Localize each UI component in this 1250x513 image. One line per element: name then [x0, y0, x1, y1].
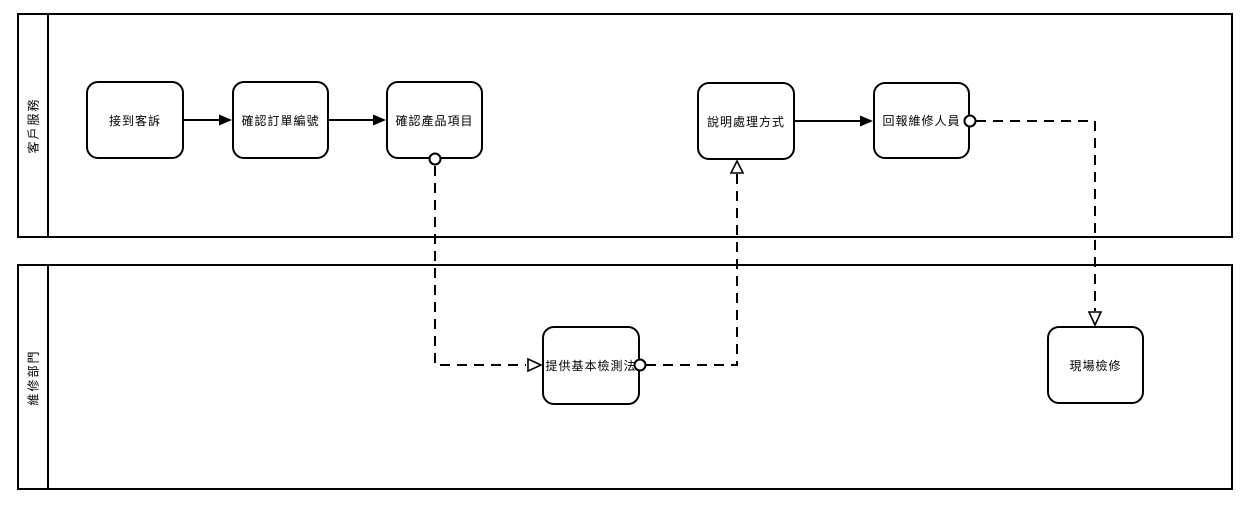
- node-confirm-product-item[interactable]: 確認產品項目: [386, 81, 483, 159]
- node-explain-handling[interactable]: 說明處理方式: [697, 82, 795, 160]
- lane-repair-department-strip: 維修部門: [19, 266, 49, 488]
- lane-customer-service-label: 客戶服務: [26, 97, 41, 154]
- lane-customer-service: 客戶服務: [17, 13, 1233, 238]
- lane-repair-department-label: 維修部門: [26, 348, 41, 406]
- node-report-repair-staff[interactable]: 回報維修人員: [873, 82, 970, 159]
- node-receive-complaint[interactable]: 接到客訴: [86, 81, 184, 159]
- node-confirm-order-number[interactable]: 確認訂單編號: [232, 81, 329, 159]
- node-provide-basic-test[interactable]: 提供基本檢測法: [542, 326, 640, 405]
- lane-customer-service-strip: 客戶服務: [19, 15, 49, 236]
- node-onsite-repair[interactable]: 現場檢修: [1047, 326, 1144, 404]
